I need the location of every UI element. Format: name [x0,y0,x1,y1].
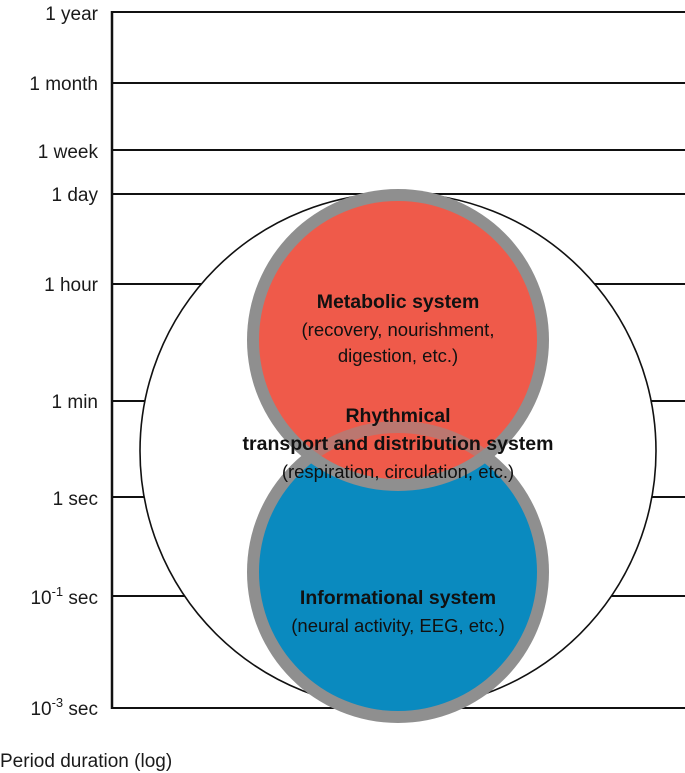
metabolic-system-detail-1: (recovery, nourishment, [302,319,495,340]
rhythmical-system-title-2: transport and distribution system [243,433,554,455]
tick-label-1-year: 1 year [45,4,98,25]
metabolic-system-title: Metabolic system [317,291,480,313]
rhythmical-system-title-1: Rhythmical [345,405,450,427]
informational-system-detail: (neural activity, EEG, etc.) [291,615,505,636]
metabolic-system-detail-2: digestion, etc.) [338,345,458,366]
informational-system-circle [259,433,537,711]
axis-title: Period duration (log) [0,751,172,772]
rhythmical-system-detail: (respiration, circulation, etc.) [282,461,514,482]
tick-label-1-hour: 1 hour [44,275,99,296]
tick-label-1-month: 1 month [29,74,98,95]
tick-label-0-1-sec: 10-1 sec [30,584,98,609]
tick-label-1-min: 1 min [52,392,98,413]
metabolic-system-circle [259,201,537,479]
informational-system-title: Informational system [300,587,496,609]
overlap-lens [253,421,543,485]
tick-label-0-001-sec: 10-3 sec [30,695,98,720]
tick-label-1-week: 1 week [38,142,99,163]
tick-labels: 1 year 1 month 1 week 1 day 1 hour 1 min… [29,4,98,720]
system-labels: Metabolic system (recovery, nourishment,… [243,291,554,636]
tick-label-1-sec: 1 sec [53,489,98,510]
tick-label-1-day: 1 day [52,185,99,206]
